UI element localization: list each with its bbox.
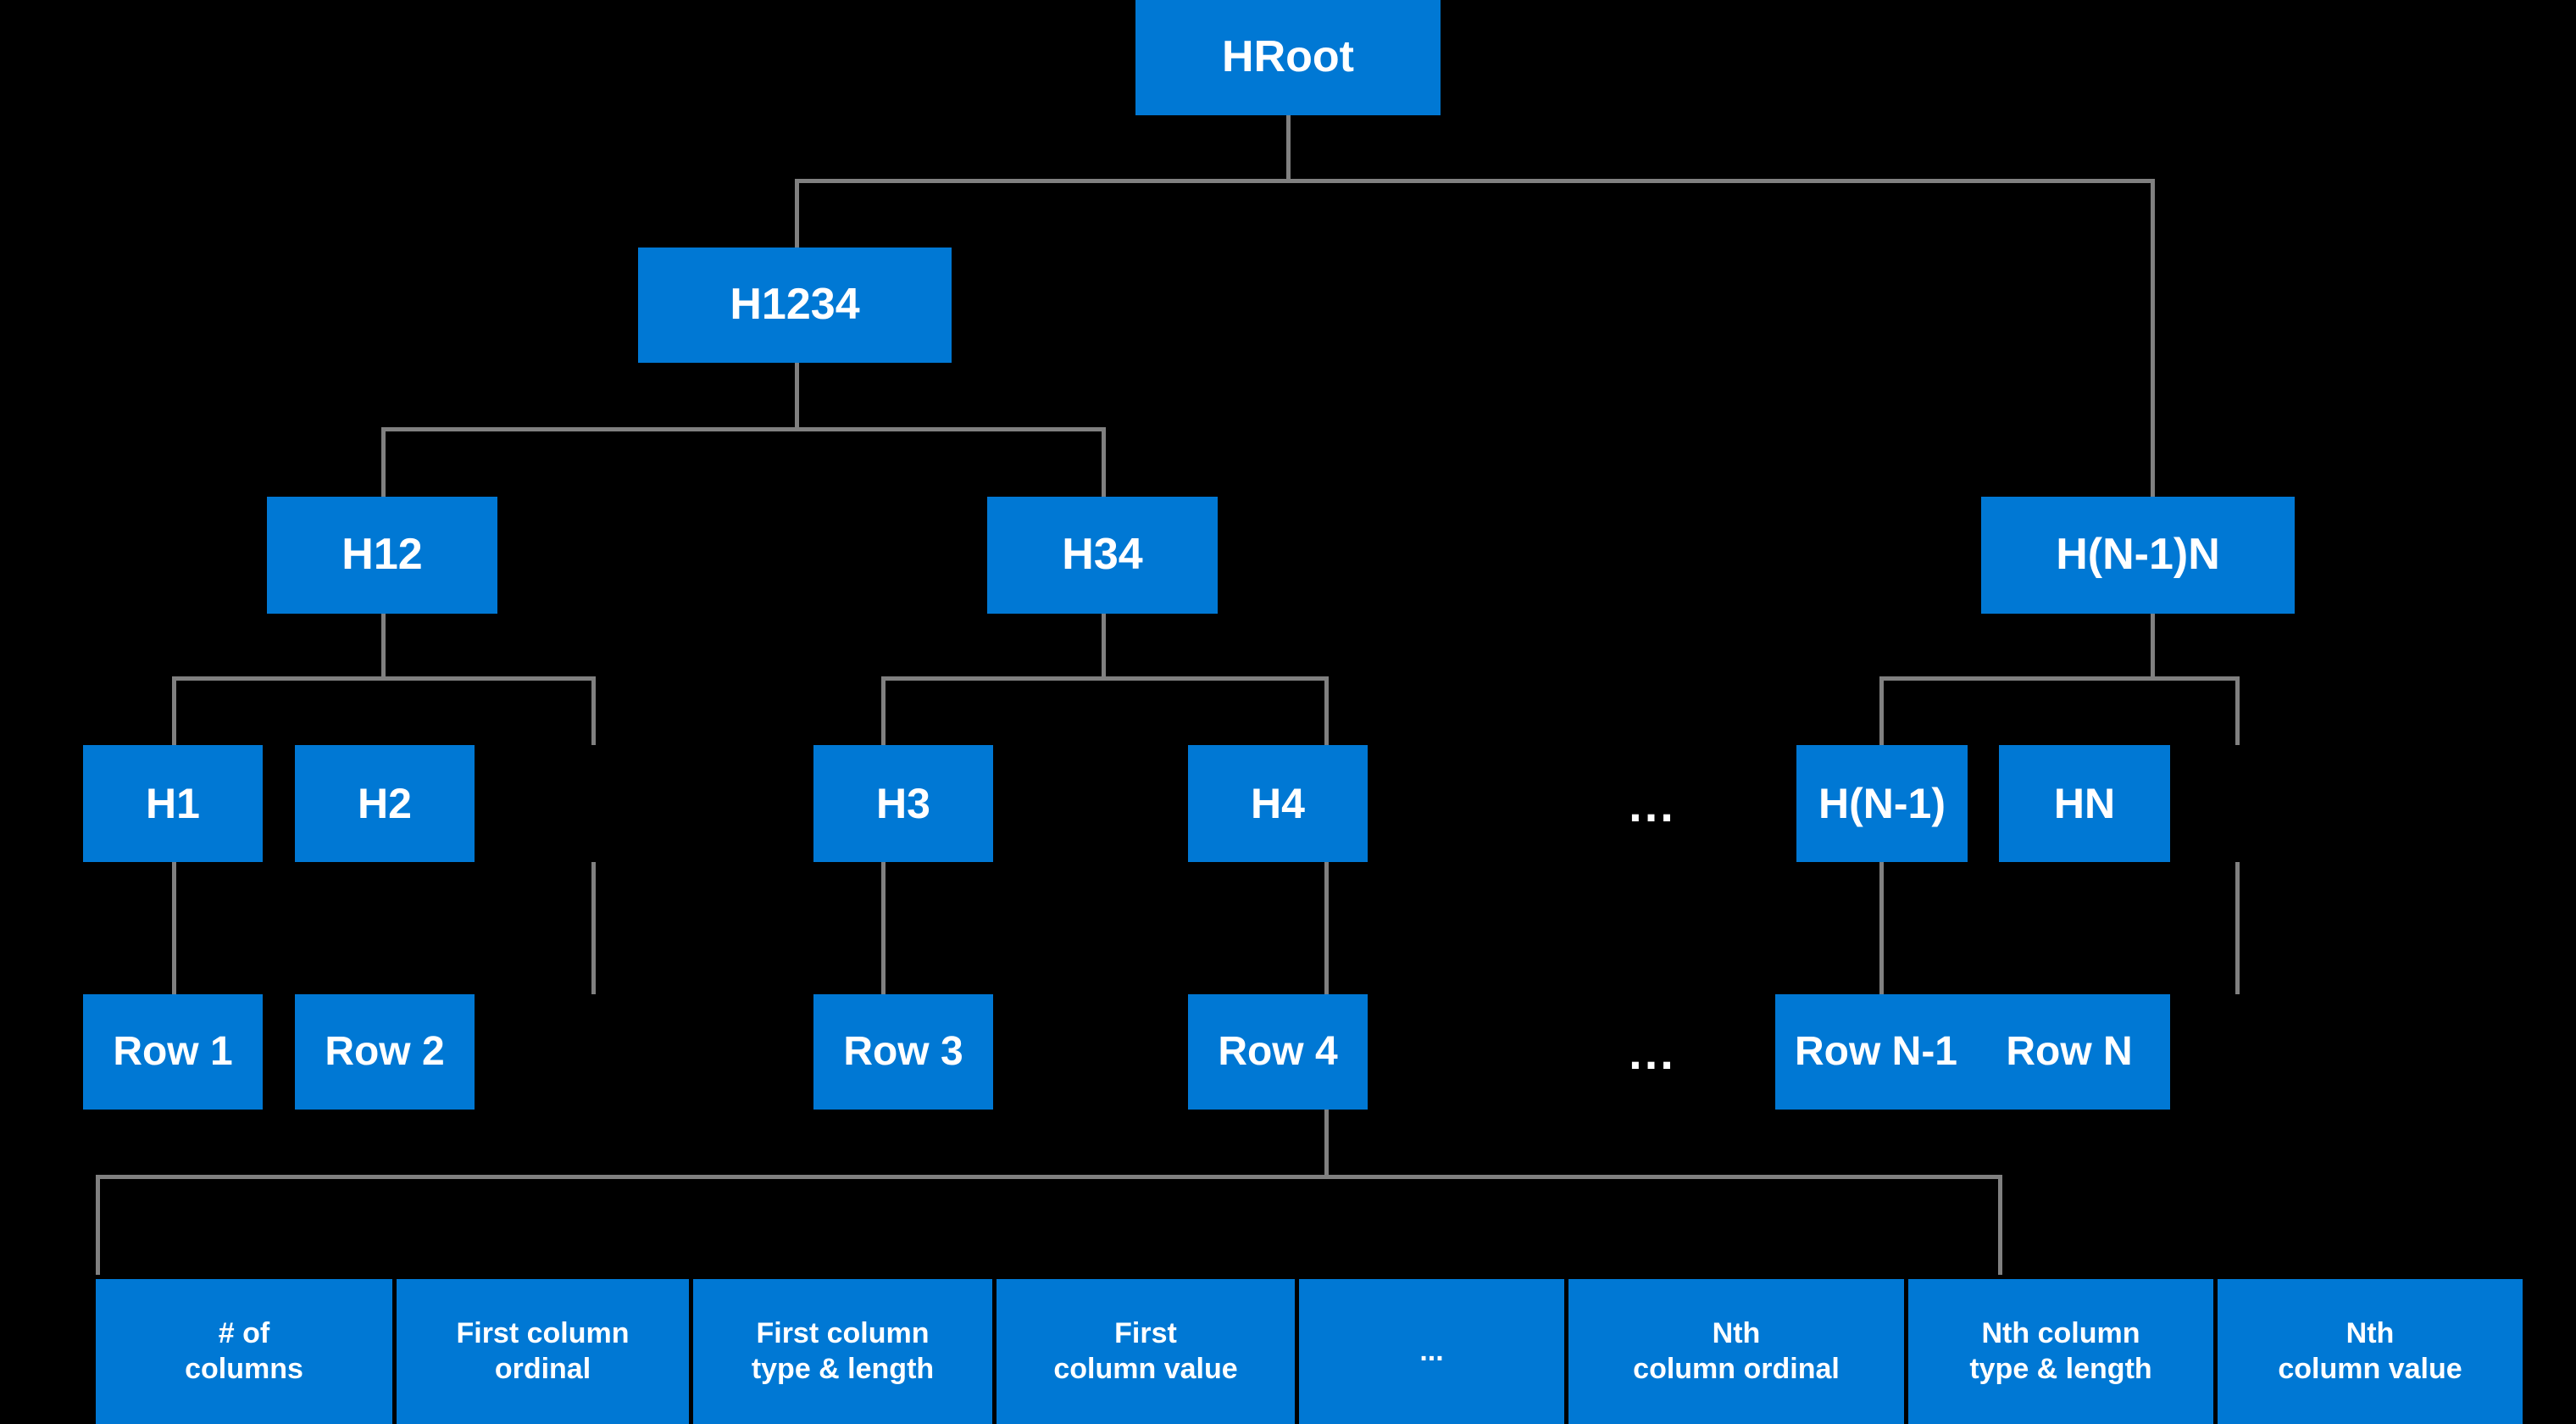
node-first-column-ordinal[interactable]: First column ordinal bbox=[397, 1279, 689, 1424]
node-h4[interactable]: H4 bbox=[1188, 745, 1368, 862]
connector-h34-stem bbox=[1102, 614, 1106, 678]
node-nth-column-ordinal[interactable]: Nth column ordinal bbox=[1568, 1279, 1904, 1424]
connector-h34-bus bbox=[881, 676, 1329, 681]
node-hn1n[interactable]: H(N-1)N bbox=[1981, 497, 2295, 614]
node-h34[interactable]: H34 bbox=[987, 497, 1218, 614]
row-range-ellipsis: ... bbox=[1629, 1026, 1676, 1079]
connector-hn1n-stem bbox=[2151, 614, 2155, 678]
connector-columns-bracket-bus bbox=[96, 1175, 2002, 1179]
node-columns-gap[interactable]: ... bbox=[1299, 1279, 1564, 1424]
connector-hn-to-rown bbox=[2235, 862, 2240, 994]
connector-h3-to-row3 bbox=[881, 862, 886, 994]
node-hn[interactable]: HN bbox=[1999, 745, 2170, 862]
node-h12[interactable]: H12 bbox=[267, 497, 497, 614]
connector-hroot-bus bbox=[795, 179, 2155, 183]
connector-columns-bracket-right bbox=[1998, 1175, 2002, 1275]
node-row-3[interactable]: Row 3 bbox=[813, 994, 993, 1110]
node-hn1[interactable]: H(N-1) bbox=[1796, 745, 1968, 862]
node-h3[interactable]: H3 bbox=[813, 745, 993, 862]
node-h1[interactable]: H1 bbox=[83, 745, 263, 862]
node-first-column-value[interactable]: First column value bbox=[997, 1279, 1295, 1424]
node-num-columns[interactable]: # of columns bbox=[96, 1279, 392, 1424]
connector-hn1n-to-hn bbox=[2235, 676, 2240, 745]
connector-h1234-to-h12 bbox=[381, 427, 386, 497]
node-h2[interactable]: H2 bbox=[295, 745, 475, 862]
connector-hn1n-bus bbox=[1879, 676, 2240, 681]
connector-hn1n-to-hn1 bbox=[1879, 676, 1884, 745]
connector-h12-bus bbox=[172, 676, 596, 681]
connector-h1234-bus bbox=[381, 427, 1106, 431]
connector-h12-to-h1 bbox=[172, 676, 176, 745]
connector-h1-to-row1 bbox=[172, 862, 176, 994]
connector-h34-to-h3 bbox=[881, 676, 886, 745]
connector-hroot-to-h1234 bbox=[795, 179, 799, 248]
connector-h12-to-h2 bbox=[591, 676, 596, 745]
node-row-n[interactable]: Row N bbox=[1968, 994, 2170, 1110]
connector-h12-stem bbox=[381, 614, 386, 678]
node-nth-column-value[interactable]: Nth column value bbox=[2218, 1279, 2523, 1424]
connector-hroot-stem bbox=[1286, 115, 1291, 181]
connector-h1234-stem bbox=[795, 363, 799, 429]
connector-row4-stem bbox=[1324, 1110, 1329, 1177]
node-row-n-1[interactable]: Row N-1 bbox=[1775, 994, 1977, 1110]
node-row-1[interactable]: Row 1 bbox=[83, 994, 263, 1110]
node-row-2[interactable]: Row 2 bbox=[295, 994, 475, 1110]
node-hroot[interactable]: HRoot bbox=[1135, 0, 1441, 115]
connector-h34-to-h4 bbox=[1324, 676, 1329, 745]
node-nth-column-type-length[interactable]: Nth column type & length bbox=[1908, 1279, 2213, 1424]
hash-row-ellipsis: ... bbox=[1629, 778, 1676, 832]
connector-h4-to-row4 bbox=[1324, 862, 1329, 994]
connector-hroot-to-hn1n bbox=[2151, 179, 2155, 497]
connector-h2-to-row2 bbox=[591, 862, 596, 994]
node-row-4[interactable]: Row 4 bbox=[1188, 994, 1368, 1110]
node-first-column-type-length[interactable]: First column type & length bbox=[693, 1279, 992, 1424]
connector-h1234-to-h34 bbox=[1102, 427, 1106, 497]
connector-hn1-to-rown1 bbox=[1879, 862, 1884, 994]
node-h1234[interactable]: H1234 bbox=[638, 248, 952, 363]
connector-columns-bracket-left bbox=[96, 1175, 100, 1275]
